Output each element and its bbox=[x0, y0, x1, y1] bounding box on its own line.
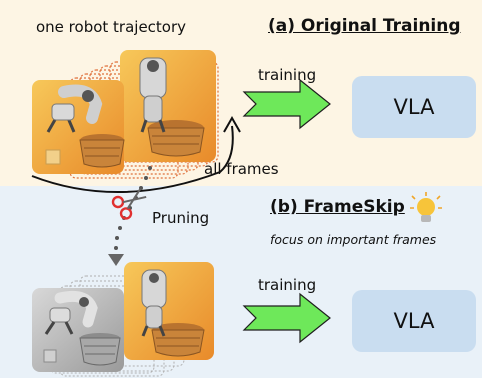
lightbulb-icon bbox=[410, 192, 442, 222]
all-frames-arrow bbox=[31, 125, 234, 194]
pruning-arrowhead bbox=[108, 254, 124, 266]
original-training-title: (a) Original Training bbox=[268, 16, 461, 36]
training-label-bottom: training bbox=[258, 276, 317, 294]
frameskip-subtitle: focus on important frames bbox=[270, 232, 437, 247]
training-arrow-bottom bbox=[242, 292, 331, 344]
robot-frame-front bbox=[32, 80, 125, 174]
all-frames-label: all frames bbox=[204, 160, 279, 178]
robot-frame-back bbox=[120, 50, 216, 162]
robot-frame-gray bbox=[32, 288, 124, 372]
pruning-label: Pruning bbox=[152, 209, 210, 227]
robot-frame-kept bbox=[124, 262, 214, 360]
vla-box-bottom: VLA bbox=[352, 290, 476, 352]
training-arrow-top bbox=[242, 78, 331, 130]
training-label-top: training bbox=[258, 66, 317, 84]
frameskip-title: (b) FrameSkip bbox=[270, 197, 405, 217]
scissors-icon bbox=[111, 188, 147, 220]
trajectory-label: one robot trajectory bbox=[36, 18, 187, 36]
vla-box-top: VLA bbox=[352, 76, 476, 138]
